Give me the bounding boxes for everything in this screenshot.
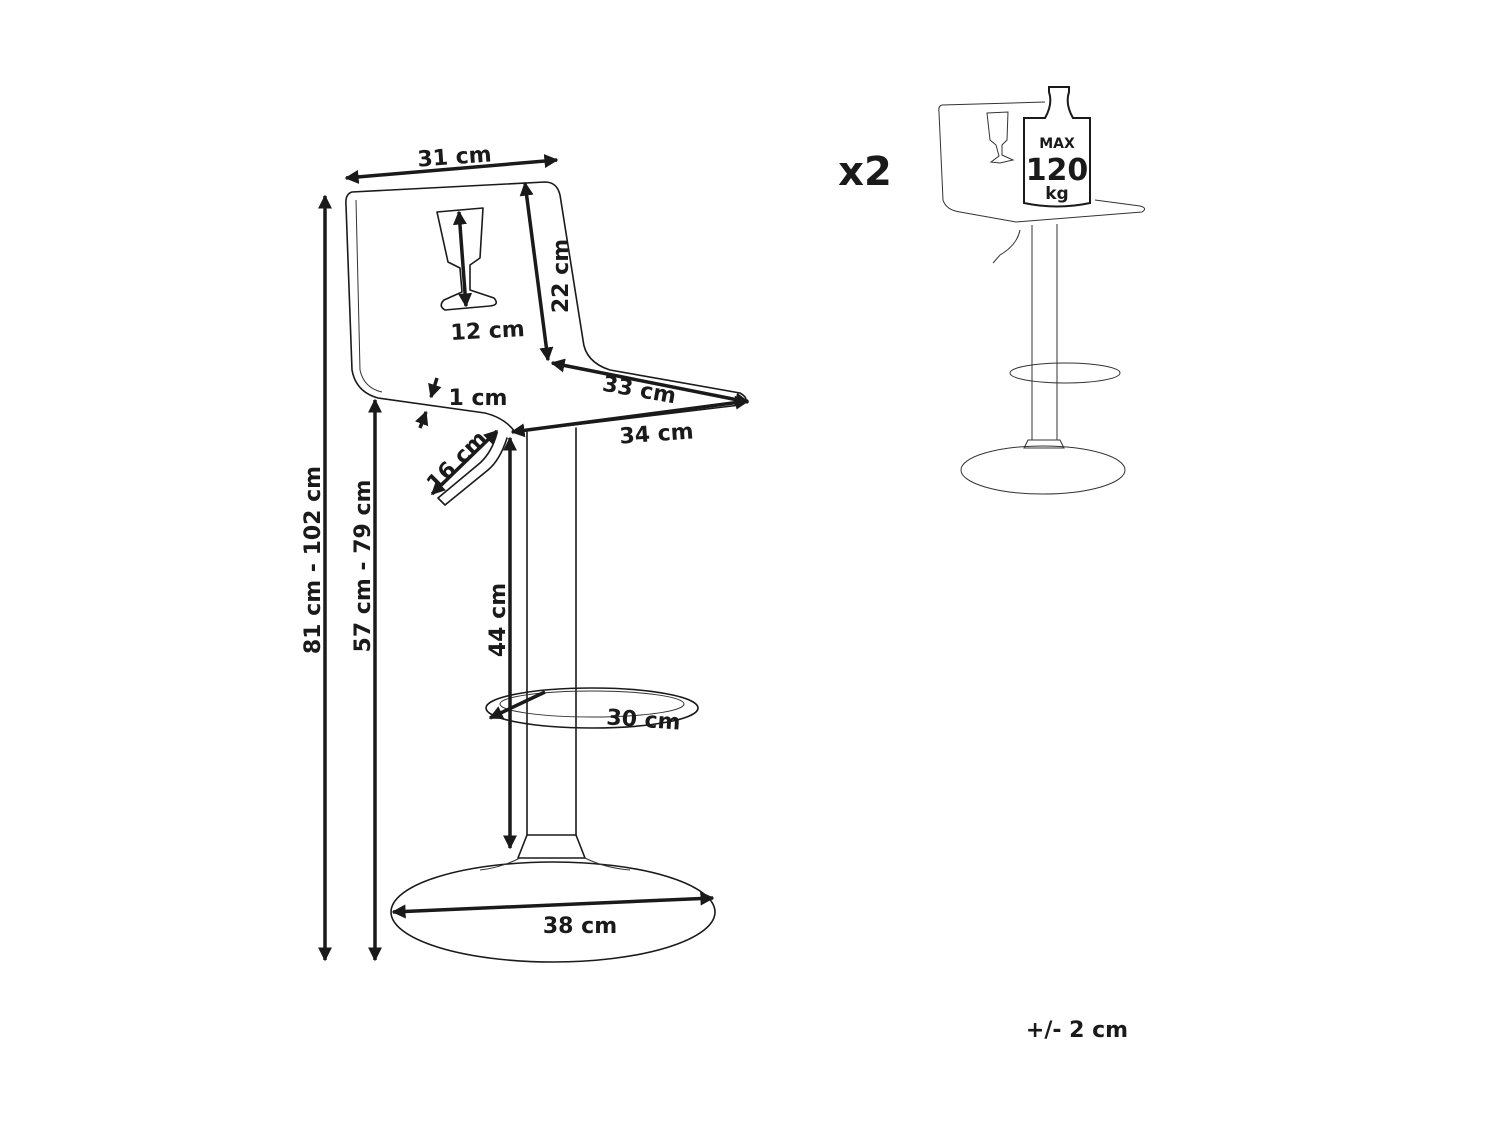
- footrest-ring: [485, 687, 699, 729]
- dimension-labels: 31 cm 81 cm - 102 cm 57 cm - 79 cm 22 cm…: [301, 142, 694, 939]
- max-load-label: MAX: [1039, 136, 1075, 152]
- base-plate: [390, 861, 716, 963]
- tolerance-note: +/- 2 cm: [1026, 1018, 1128, 1043]
- small-stool-drawing: MAX 120 kg: [938, 86, 1146, 495]
- max-load-weight-icon: MAX 120 kg: [1023, 86, 1091, 208]
- label-cutout-height: 12 cm: [450, 317, 525, 346]
- arrow-thickness-bottom: [415, 410, 429, 429]
- arrow-cutout-height: [452, 210, 473, 308]
- max-load-value: 120: [1026, 153, 1089, 188]
- label-seat-depth: 33 cm: [600, 372, 677, 410]
- arrow-base-diameter: [391, 891, 715, 919]
- arrow-back-width: [344, 154, 559, 184]
- glass-cutout: [436, 207, 498, 311]
- arrow-footrest-width: [488, 690, 546, 720]
- arrow-seat-depth: [550, 358, 750, 407]
- arrow-back-height: [519, 181, 554, 362]
- label-footrest-width: 30 cm: [606, 705, 682, 735]
- arrow-lever-length: [430, 429, 499, 496]
- backrest-seat-shell: [345, 181, 747, 433]
- label-seat-height: 57 cm - 79 cm: [351, 480, 376, 653]
- label-seat-width: 34 cm: [619, 419, 695, 449]
- label-footrest-height: 44 cm: [486, 583, 511, 657]
- base-collar: [517, 834, 586, 859]
- label-total-height: 81 cm - 102 cm: [301, 466, 326, 654]
- quantity-label: x2: [838, 149, 892, 195]
- label-seat-thickness: 1 cm: [449, 386, 508, 411]
- dimension-arrows: [318, 154, 750, 962]
- max-load-unit: kg: [1045, 184, 1068, 204]
- arrow-seat-width: [510, 395, 750, 438]
- label-back-height: 22 cm: [549, 239, 574, 313]
- label-back-width: 31 cm: [417, 142, 493, 172]
- label-base-diameter: 38 cm: [543, 914, 617, 939]
- main-stool-drawing: [345, 181, 747, 963]
- arrow-thickness-top: [428, 377, 442, 399]
